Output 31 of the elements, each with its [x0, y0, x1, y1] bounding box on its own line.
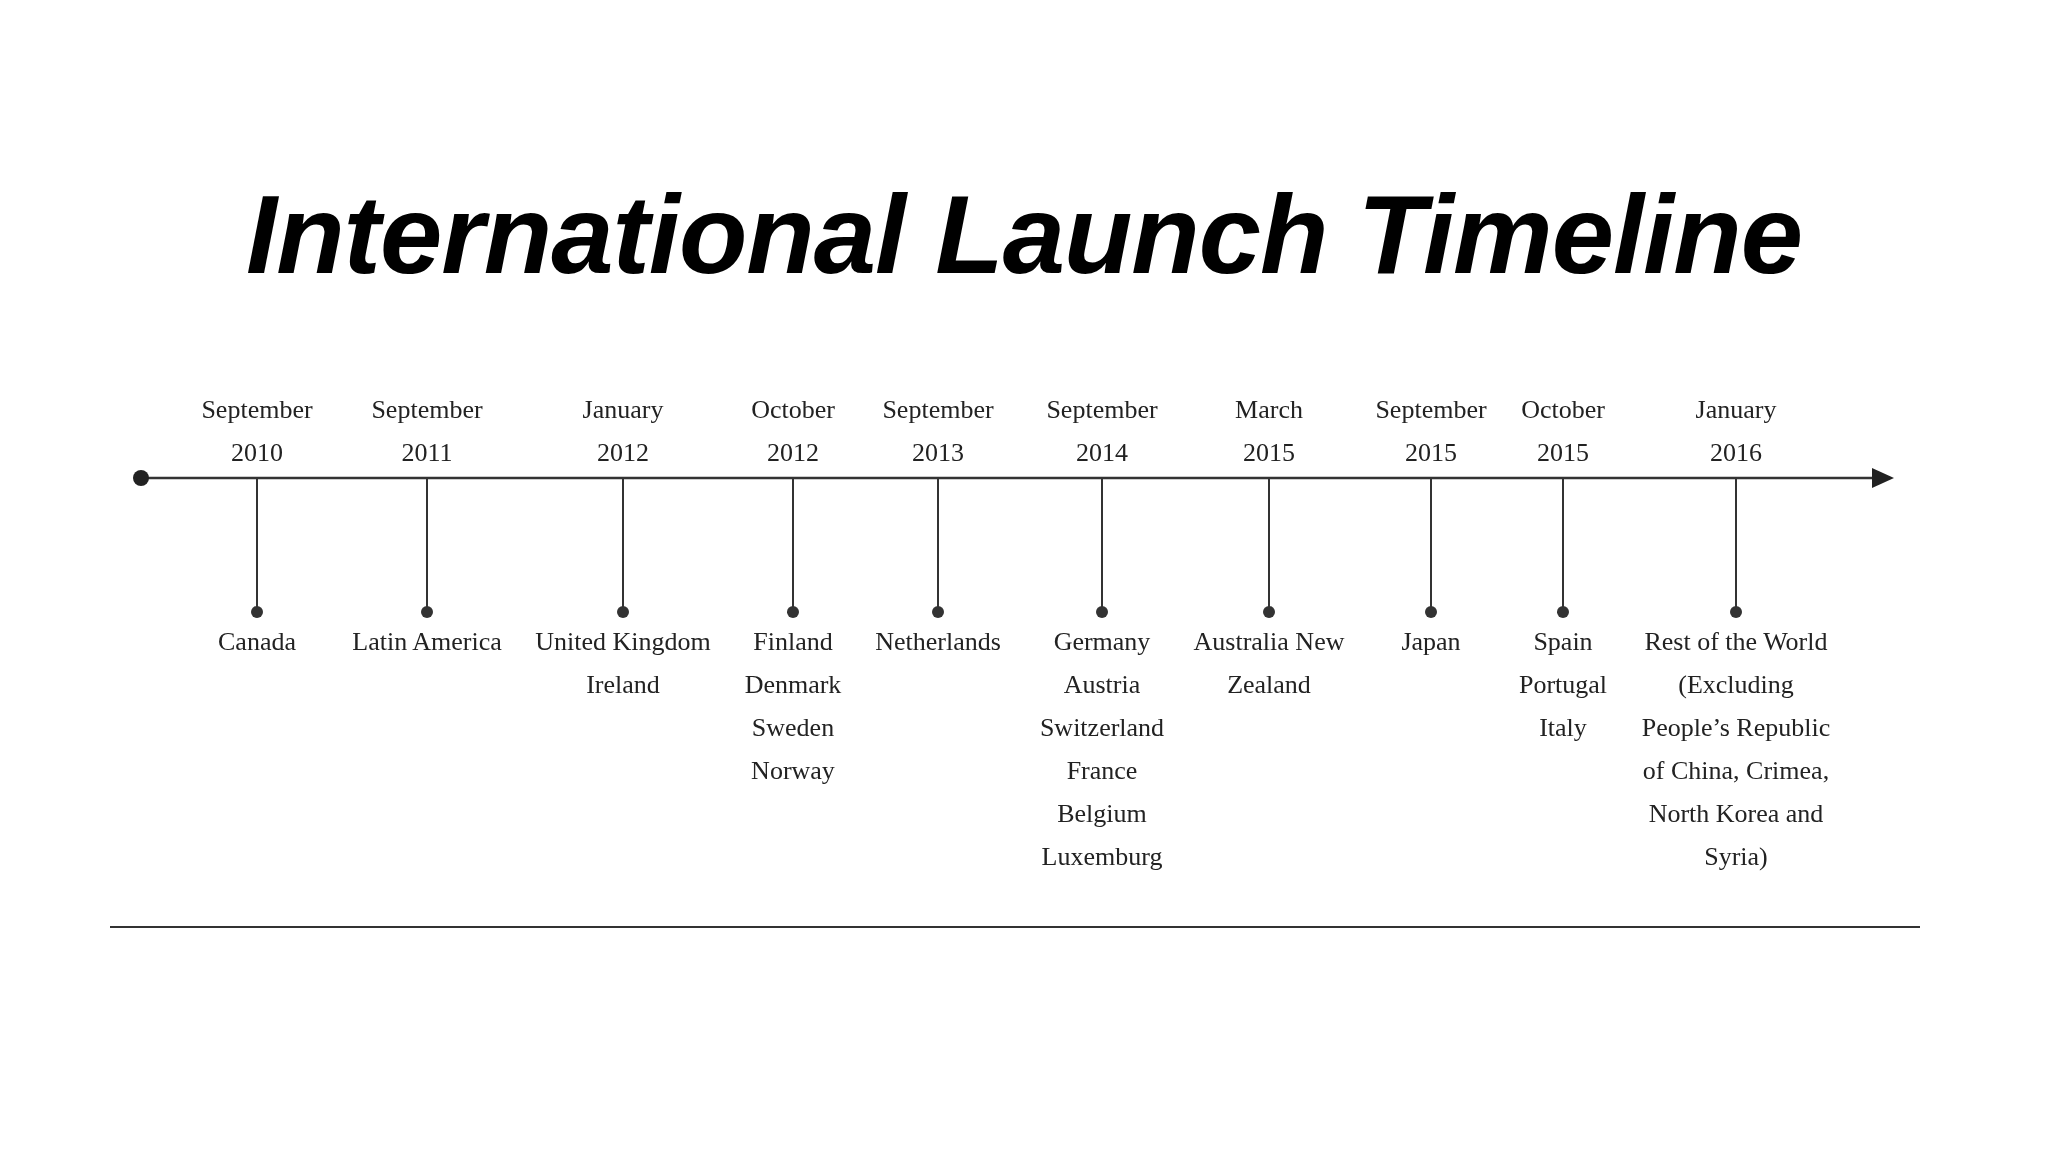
country-label: Rest of the World (Excluding People’s Republic of China, Crimea, North Korea and Syria) [1633, 620, 1839, 878]
connector-line [787, 477, 799, 618]
title: International Launch Timeline [245, 171, 1803, 299]
date-label: September 2013 [882, 388, 994, 474]
date-label: September 2015 [1375, 388, 1487, 474]
date-label: October 2012 [751, 388, 835, 474]
country-label: Australia New Zealand [1189, 620, 1349, 706]
connector-line [1263, 477, 1275, 618]
date-label: September 2011 [371, 388, 483, 474]
connector-line [251, 477, 263, 618]
connector-line [932, 477, 944, 618]
country-label: Latin America [337, 620, 517, 663]
connector-line [1557, 477, 1569, 618]
date-label: January 2016 [1695, 388, 1777, 474]
connector-line [1096, 477, 1108, 618]
connector-line [1425, 477, 1437, 618]
country-label: Netherlands [853, 620, 1023, 663]
date-label: January 2012 [582, 388, 664, 474]
connector-line [1730, 477, 1742, 618]
date-label: March 2015 [1235, 388, 1303, 474]
country-label: Spain Portugal Italy [1518, 620, 1608, 749]
country-label: United Kingdom Ireland [523, 620, 723, 706]
country-label: Finland Denmark Sweden Norway [744, 620, 842, 792]
country-label: Germany Austria Switzerland France Belgium Luxemburg [1039, 620, 1165, 878]
country-label: Canada [177, 620, 337, 663]
date-label: September 2014 [1046, 388, 1158, 474]
connector-line [421, 477, 433, 618]
date-label: September 2010 [201, 388, 313, 474]
country-label: Japan [1371, 620, 1491, 663]
connector-line [617, 477, 629, 618]
date-label: October 2015 [1521, 388, 1605, 474]
